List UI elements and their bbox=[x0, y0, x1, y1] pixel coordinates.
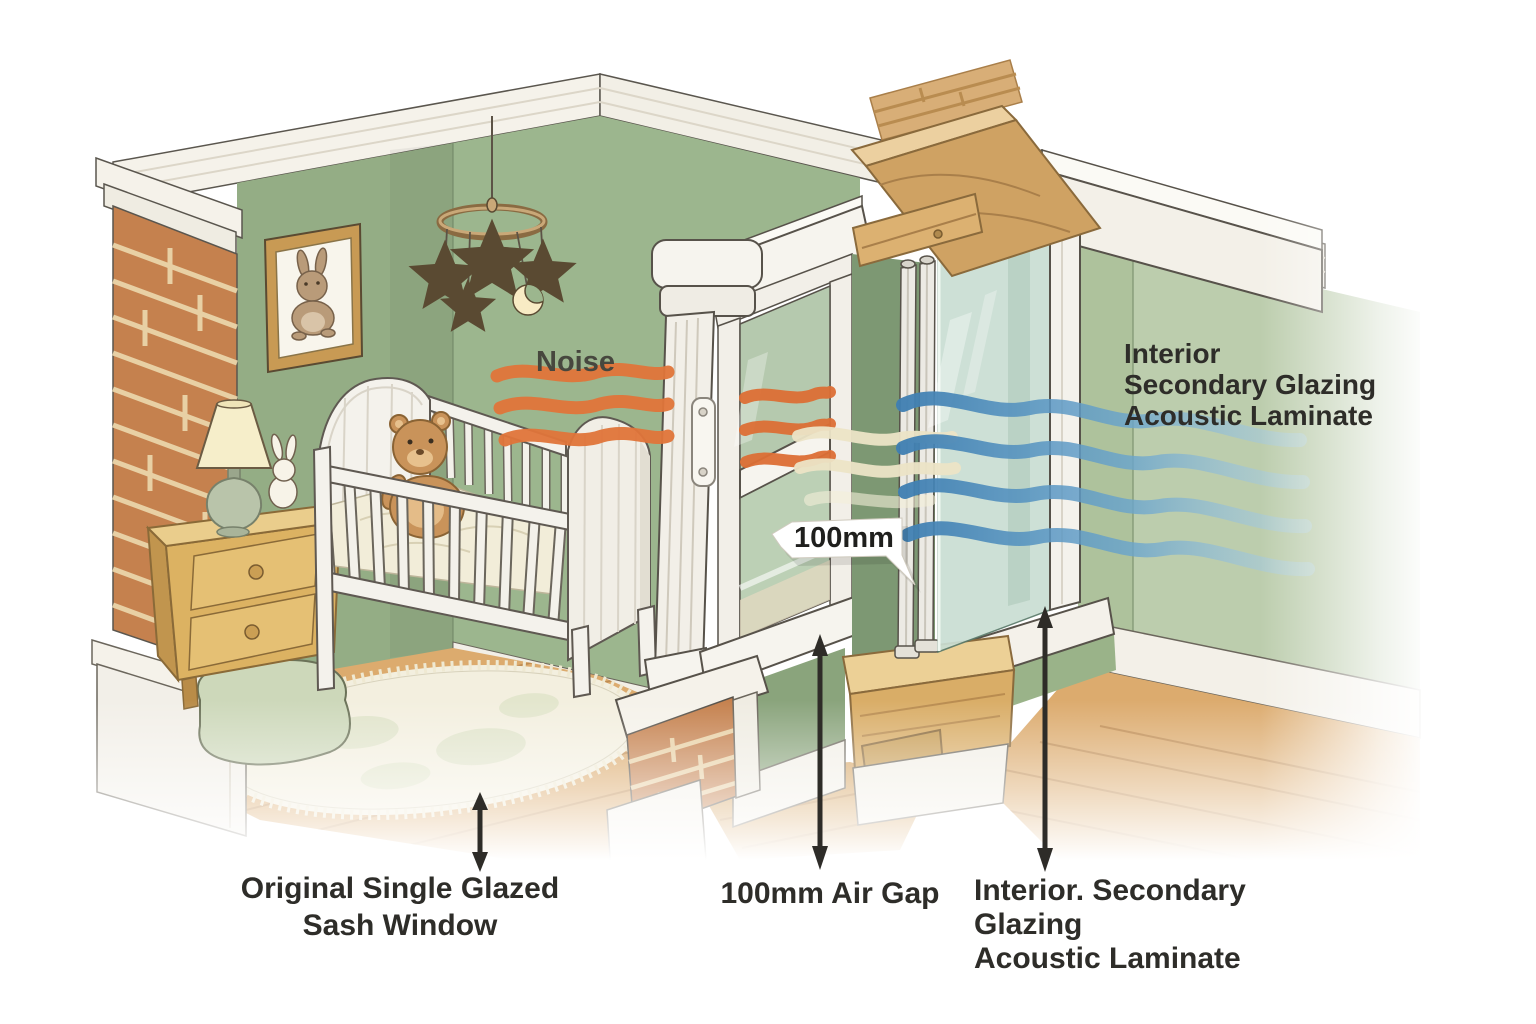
sash-window-arrow bbox=[472, 792, 488, 872]
noise-waves-exterior bbox=[490, 362, 675, 447]
sash-window bbox=[606, 194, 876, 889]
gap-size-ribbon bbox=[771, 517, 921, 593]
brick-lintel-patch bbox=[869, 59, 1023, 141]
picture-frame bbox=[263, 222, 364, 374]
bunny-art bbox=[291, 247, 336, 341]
air-gap-arrow bbox=[812, 634, 828, 870]
air-gap-label: 100mm Air Gap bbox=[720, 877, 940, 910]
quiet-waves-interior bbox=[896, 391, 1315, 577]
nightstand bbox=[145, 504, 343, 710]
secondary-glazing-bottom-label: Interior. Secondary Glazing Acoustic Lam… bbox=[974, 874, 1246, 975]
baby-mobile bbox=[433, 116, 555, 316]
moon-icon bbox=[512, 284, 544, 316]
noise-waves-through-window bbox=[739, 386, 836, 468]
gap-size-callout-text: 100mm bbox=[794, 522, 894, 554]
star-icon bbox=[532, 262, 555, 284]
timber-beam bbox=[850, 104, 1102, 278]
secondary-glazing-top-label: Interior Secondary Glazing Acoustic Lami… bbox=[1124, 338, 1377, 431]
crib bbox=[312, 377, 658, 699]
sash-latch-plate bbox=[691, 397, 716, 487]
star-icon bbox=[458, 298, 477, 316]
table-lamp bbox=[195, 399, 273, 538]
sash-window-label: Original Single Glazed Sash Window bbox=[240, 872, 560, 942]
bunny-toy bbox=[268, 433, 298, 509]
star-icon bbox=[478, 248, 507, 275]
bottom-fade bbox=[0, 700, 1536, 1024]
star-icon bbox=[433, 265, 458, 289]
noise-label: Noise bbox=[536, 346, 615, 378]
secondary-glazing-arrow bbox=[1037, 606, 1053, 872]
